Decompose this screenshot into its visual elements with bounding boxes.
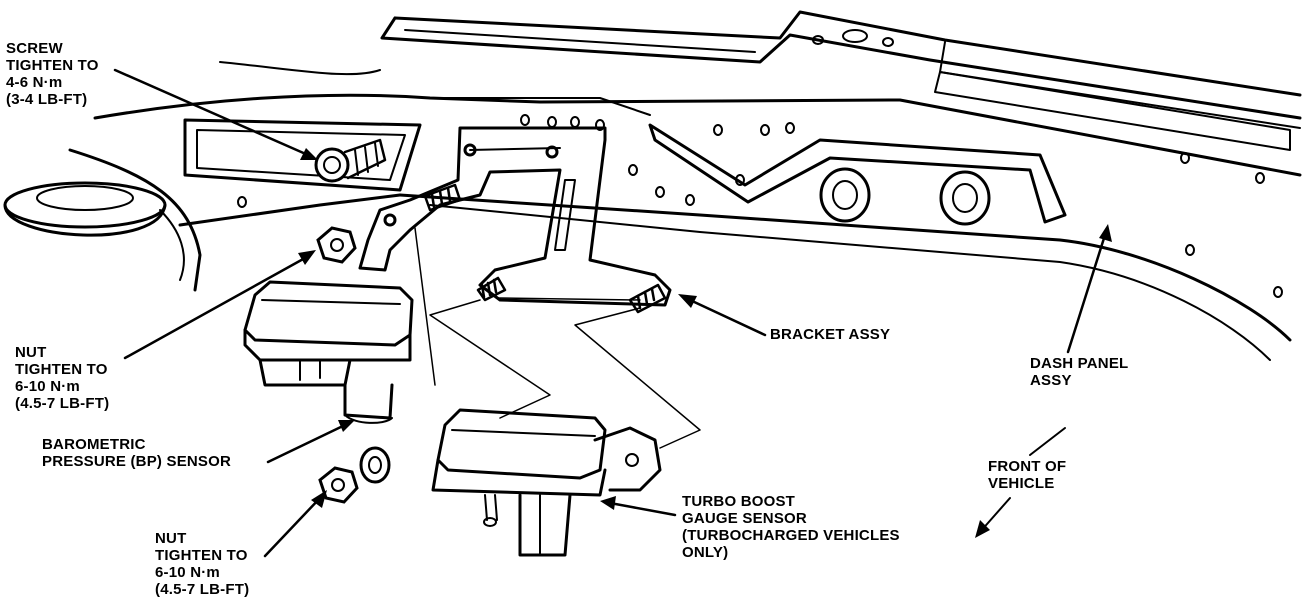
bp-sensor-label-line-1: BAROMETRIC <box>42 436 146 453</box>
upper-nut-label-line-1: NUT <box>15 344 47 361</box>
dash-panel-label-line-1: DASH PANEL <box>1030 355 1129 372</box>
dash-panel-label: DASH PANEL ASSY <box>1030 355 1128 389</box>
lower-nut-label-line-3: 6-10 N·m <box>155 564 220 581</box>
turbo-label-line-1: TURBO BOOST <box>682 493 796 510</box>
bracket-assembly <box>358 126 672 307</box>
bp-sensor <box>243 280 414 424</box>
upper-nut-label-line-3: 6-10 N·m <box>15 378 80 395</box>
turbo-sensor <box>431 408 662 557</box>
dash-panel <box>93 10 1302 361</box>
lower-nut-label-line-4: (4.5-7 LB-FT) <box>155 581 250 598</box>
lower-nut-label: NUT TIGHTEN TO 6-10 N·m (4.5-7 LB-FT) <box>155 530 249 598</box>
screw-label-line-4: (3-4 LB-FT) <box>6 91 88 108</box>
front-label-line-2: VEHICLE <box>988 475 1055 492</box>
upper-nut-label-line-2: TIGHTEN TO <box>15 361 108 378</box>
bp-sensor-label: BAROMETRIC PRESSURE (BP) SENSOR <box>42 436 231 470</box>
lower-nut-label-line-2: TIGHTEN TO <box>155 547 248 564</box>
bp-sensor-label-line-2: PRESSURE (BP) SENSOR <box>42 453 232 470</box>
lower-nut-label-line-1: NUT <box>155 530 187 547</box>
dash-panel-label-line-2: ASSY <box>1030 372 1072 389</box>
front-label-line-1: FRONT OF <box>988 458 1067 475</box>
panel-holes <box>237 29 1283 298</box>
upper-nut <box>316 226 357 264</box>
lower-nut-washer <box>318 446 391 504</box>
turbo-label-line-4: ONLY) <box>682 544 729 561</box>
turbo-label-line-3: (TURBOCHARGED VEHICLES <box>682 527 900 544</box>
turbo-sensor-label: TURBO BOOST GAUGE SENSOR (TURBOCHARGED V… <box>682 493 900 561</box>
screw-label-line-1: SCREW <box>6 40 63 57</box>
front-of-vehicle-label: FRONT OF VEHICLE <box>988 458 1066 492</box>
upper-nut-label-line-4: (4.5-7 LB-FT) <box>15 395 110 412</box>
screw-label-line-2: TIGHTEN TO <box>6 57 99 74</box>
bracket-label-line-1: BRACKET ASSY <box>770 326 891 343</box>
recess-panel <box>183 118 422 192</box>
screw-label-line-3: 4-6 N·m <box>6 74 63 91</box>
turbo-label-line-2: GAUGE SENSOR <box>682 510 807 527</box>
screw <box>314 138 387 183</box>
assembly-guide-lines <box>414 227 701 449</box>
bracket-label: BRACKET ASSY <box>770 326 890 343</box>
screw-label: SCREW TIGHTEN TO 4-6 N·m (3-4 LB-FT) <box>6 40 99 108</box>
upper-nut-label: NUT TIGHTEN TO 6-10 N·m (4.5-7 LB-FT) <box>15 344 109 412</box>
leader-lines <box>113 68 1112 558</box>
bracket-studs <box>423 183 667 314</box>
left-dome <box>3 148 202 292</box>
